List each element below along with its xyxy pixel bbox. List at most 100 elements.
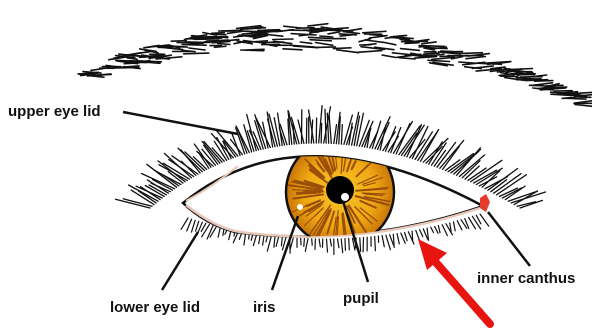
eyebrow-hair bbox=[575, 105, 592, 107]
upper-eyelash bbox=[341, 125, 342, 145]
eyebrow-hair bbox=[401, 49, 420, 51]
lower-eyelash bbox=[304, 239, 305, 247]
eyebrow-hair bbox=[405, 43, 419, 44]
eyebrow-hair bbox=[337, 50, 359, 53]
pupil-label: pupil bbox=[343, 291, 379, 306]
lower-eyelash bbox=[457, 221, 462, 230]
lower-eyelash bbox=[397, 234, 399, 244]
lower-eye-lid-leader bbox=[162, 232, 198, 290]
lower-eyelash bbox=[341, 239, 343, 253]
eyebrow-hair bbox=[459, 62, 477, 63]
eyebrow-hair bbox=[441, 51, 453, 52]
eyebrow-hair bbox=[333, 48, 351, 49]
eyebrow-hair bbox=[289, 45, 315, 47]
eyebrow-hair bbox=[130, 61, 148, 62]
iris-highlight bbox=[297, 204, 303, 210]
eyebrow-hair bbox=[197, 38, 222, 39]
lower-eyelash bbox=[210, 226, 217, 237]
eyebrow-hair bbox=[419, 46, 445, 47]
lower-eyelash bbox=[281, 237, 282, 246]
lower-eyelash bbox=[408, 232, 414, 244]
eyebrow-hair bbox=[184, 53, 209, 54]
eyebrow-hair bbox=[339, 34, 356, 35]
eyebrow-hair bbox=[182, 45, 206, 46]
lower-eyelash bbox=[360, 238, 361, 252]
eyebrow-hair bbox=[124, 63, 135, 64]
eyebrow-hair bbox=[218, 43, 230, 44]
lower-eyelash bbox=[312, 239, 313, 245]
lower-eyelash bbox=[435, 227, 438, 234]
upper-eye-lid-leader bbox=[123, 112, 238, 134]
lower-eyelash bbox=[187, 219, 192, 231]
eyebrow-hair bbox=[358, 51, 382, 53]
lower-eyelash bbox=[382, 236, 384, 247]
eyebrow-hair bbox=[173, 46, 188, 47]
inner-canthus-caruncle bbox=[480, 194, 490, 212]
eyebrow-hair bbox=[273, 39, 293, 40]
inner-canthus-leader bbox=[488, 212, 530, 266]
lower-eyelash bbox=[375, 237, 376, 251]
eyebrow-hair bbox=[189, 48, 205, 50]
eyebrow-hair bbox=[348, 29, 361, 31]
eyebrow-hair bbox=[399, 58, 415, 59]
eyebrow-hair bbox=[310, 40, 331, 41]
upper-eyelash bbox=[263, 122, 268, 148]
eyebrow-hair bbox=[130, 53, 141, 55]
eyebrow-hair bbox=[453, 53, 467, 54]
pupil-highlight bbox=[341, 193, 349, 201]
upper-eye-lid-label: upper eye lid bbox=[8, 104, 101, 119]
eyebrow-hair bbox=[214, 46, 226, 47]
lower-eyelash bbox=[416, 230, 420, 240]
eyebrow-hair bbox=[212, 33, 225, 34]
eyebrow-hair bbox=[316, 47, 336, 48]
lower-eyelash bbox=[196, 221, 199, 231]
lower-eyelash bbox=[253, 234, 256, 246]
eyebrow-hair bbox=[535, 81, 553, 82]
upper-eyelash bbox=[497, 175, 527, 195]
lower-eyelash bbox=[274, 236, 275, 247]
eyebrow-hair bbox=[320, 36, 333, 37]
eyebrow bbox=[78, 24, 592, 107]
lower-eyelash bbox=[472, 216, 480, 229]
eyebrow-hair bbox=[328, 32, 340, 34]
lower-eyelash bbox=[420, 230, 423, 237]
pupil bbox=[326, 176, 354, 204]
lower-eyelash bbox=[386, 235, 391, 250]
eyebrow-hair bbox=[363, 31, 386, 33]
eyebrow-hair bbox=[529, 85, 543, 86]
eyebrow-hair bbox=[365, 40, 384, 42]
eyebrow-hair bbox=[428, 60, 450, 61]
lower-eyelash bbox=[405, 232, 408, 240]
lower-eyelash bbox=[319, 239, 320, 247]
eyebrow-hair bbox=[246, 49, 264, 50]
upper-eyelash bbox=[159, 165, 187, 181]
eyebrow-hair bbox=[283, 49, 302, 50]
lower-eyelash bbox=[181, 218, 188, 229]
eyebrow-hair bbox=[415, 57, 437, 59]
upper-eyelash bbox=[204, 142, 222, 163]
eyebrow-hair bbox=[544, 85, 563, 86]
lower-eyelash bbox=[438, 226, 440, 233]
lower-eyelash bbox=[192, 220, 196, 232]
lower-eyelash bbox=[412, 231, 413, 241]
lower-eyelash bbox=[267, 236, 271, 251]
eyebrow-hair bbox=[422, 42, 436, 44]
eyebrow-hair bbox=[469, 54, 489, 56]
lower-eyelash bbox=[401, 233, 405, 243]
lower-eyelash bbox=[330, 239, 331, 246]
lower-eyelash bbox=[480, 214, 489, 226]
lower-eyelash bbox=[442, 225, 447, 236]
inner-canthus-label: inner canthus bbox=[477, 271, 575, 286]
lower-eyelash bbox=[263, 235, 265, 245]
eyebrow-hair bbox=[343, 32, 359, 34]
eyebrow-hair bbox=[177, 42, 203, 43]
eyebrow-hair bbox=[316, 43, 333, 46]
eyebrow-hair bbox=[274, 41, 292, 43]
eyebrow-hair bbox=[385, 43, 396, 45]
lower-eye-lid-label: lower eye lid bbox=[110, 300, 200, 315]
eyebrow-hair bbox=[424, 53, 439, 54]
eyebrow-hair bbox=[466, 57, 485, 59]
lower-eyelash bbox=[393, 234, 394, 247]
upper-eyelash bbox=[329, 115, 331, 144]
